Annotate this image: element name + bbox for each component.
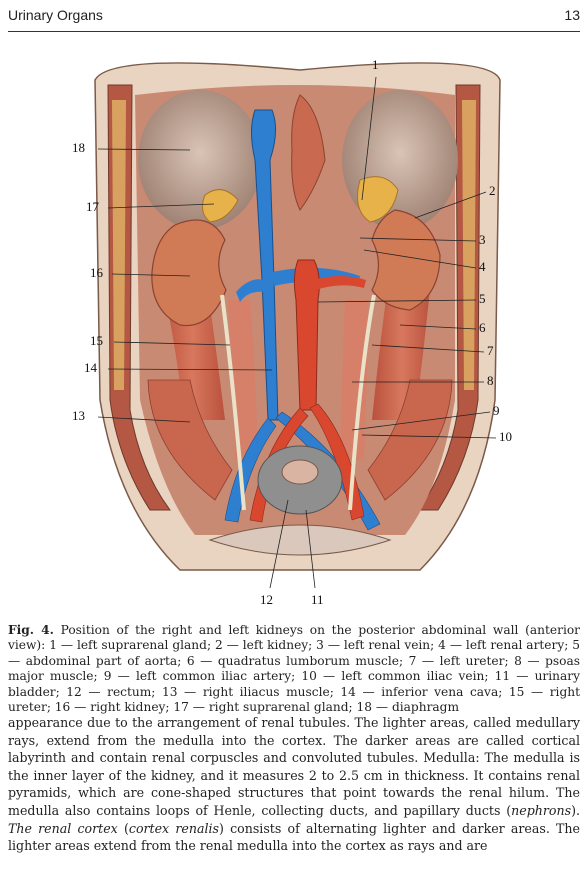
figure-caption: Fig. 4. Position of the right and left k… — [8, 623, 580, 715]
callout-3: 3 — [479, 232, 486, 247]
callout-13: 13 — [72, 408, 85, 423]
callout-10: 10 — [499, 429, 512, 444]
callout-1: 1 — [372, 57, 379, 72]
body-part-4: ) consists of alternating lighter and da… — [8, 820, 580, 854]
page-number: 13 — [564, 7, 580, 23]
callout-2: 2 — [489, 183, 496, 198]
caption-label: Fig. 4. — [8, 623, 54, 637]
body-part-1: appearance due to the arrangement of ren… — [8, 715, 580, 818]
callout-17: 17 — [86, 199, 99, 214]
callout-5: 5 — [479, 291, 486, 306]
anatomy-figure: 1 2 3 4 5 6 7 8 9 10 11 12 13 14 15 16 1… — [0, 40, 588, 615]
callout-9: 9 — [493, 403, 500, 418]
callout-16: 16 — [90, 265, 103, 280]
callout-4: 4 — [479, 259, 486, 274]
body-italic-nephrons: nephrons — [511, 802, 572, 818]
header-rule — [8, 31, 580, 32]
callout-8: 8 — [487, 373, 494, 388]
callout-12: 12 — [260, 592, 273, 607]
body-part-2: ). — [571, 802, 580, 818]
callout-6: 6 — [479, 320, 486, 335]
body-part-3: ( — [117, 820, 129, 836]
caption-text: Position of the right and left kidneys o… — [8, 623, 581, 715]
body-paragraph: appearance due to the arrangement of ren… — [8, 714, 580, 855]
body-text: appearance due to the arrangement of ren… — [8, 714, 580, 855]
running-header: Urinary Organs 13 — [8, 7, 580, 33]
body-italic-cortex-renalis: cortex renalis — [128, 820, 219, 836]
callout-15: 15 — [90, 333, 103, 348]
kidney-anatomy-illustration — [94, 62, 501, 589]
callout-18: 18 — [72, 140, 85, 155]
section-title: Urinary Organs — [8, 7, 103, 23]
callout-14: 14 — [84, 360, 97, 375]
body-italic-renal-cortex: The renal cortex — [8, 820, 118, 836]
callout-11: 11 — [311, 592, 324, 607]
callout-7: 7 — [487, 343, 494, 358]
